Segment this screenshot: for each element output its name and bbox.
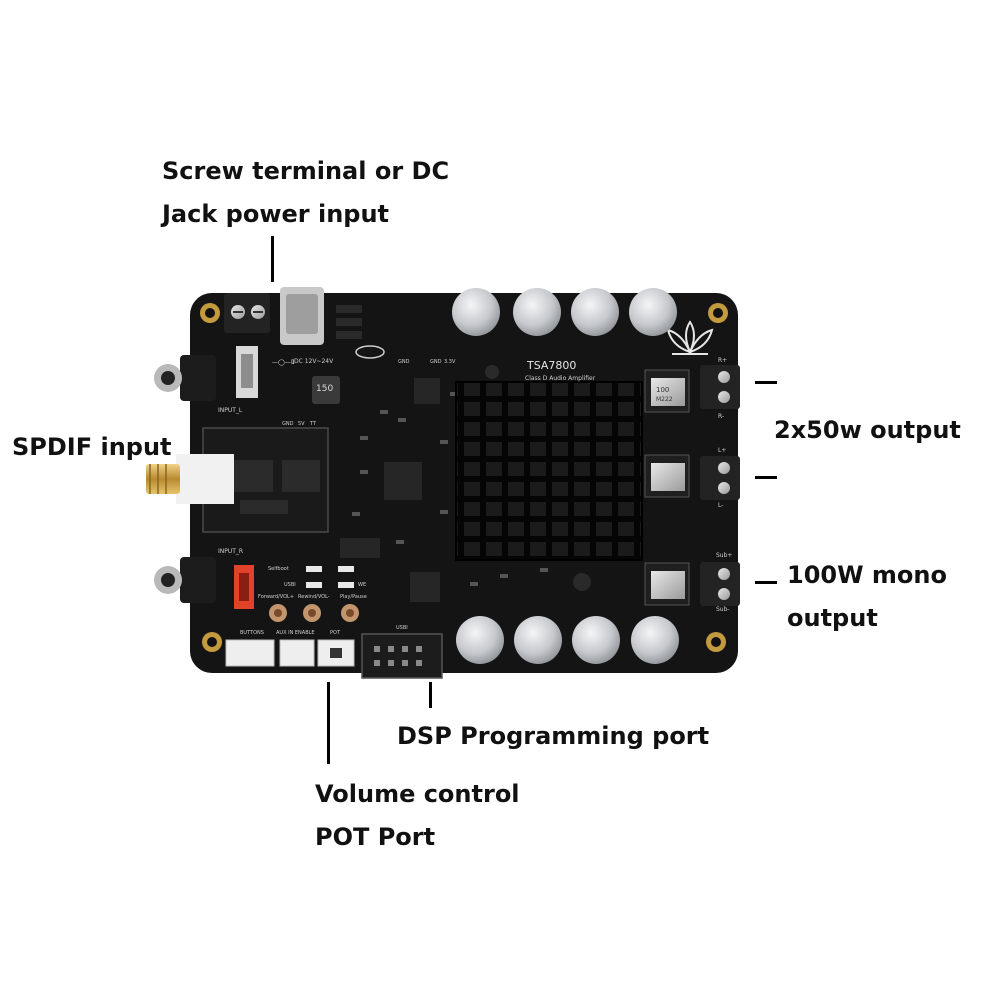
silk-r-minus: R- [718,413,725,420]
silk-gnd-b: GND [430,359,442,365]
callout-stereo-output-line1: 2x50w output [774,416,961,444]
callout-stereo-output: 2x50w output [774,409,961,452]
silk-dc-label: DC 12V~24V [294,358,334,365]
silk-btn-rewind: Rewind/VOL- [298,594,330,600]
spdif-module [146,427,329,533]
leader-volume-pot [327,682,330,764]
silk-spdif-tt: TT [310,421,317,427]
silk-pot: POT [330,630,341,636]
dsp-idc-header [361,633,443,679]
callout-volume-pot: Volume control POT Port [315,773,520,859]
callout-mono-output-line1: 100W mono [787,561,947,589]
power-screw-terminal [224,293,270,333]
silk-we: WE [358,582,367,588]
silk-3v3: 3.3V [444,359,456,365]
callout-power-input: Screw terminal or DC Jack power input [162,150,449,236]
callout-mono-output-line2: output [787,604,878,632]
silk-btn-forward: Forward/VOL+ [258,594,295,600]
silk-sub-minus: Sub- [716,606,730,613]
silk-model: TSA7800 [527,359,577,372]
silk-coil: 100 [656,386,670,394]
capacitors-bottom [456,616,679,664]
leader-power-input [271,236,274,282]
silk-r-plus: R+ [718,357,728,364]
silk-l-minus: L- [718,502,724,509]
callout-power-input-line1: Screw terminal or DC [162,157,450,185]
silk-buttons: BUTTONS [240,630,264,636]
silk-aux-enable: AUX IN ENABLE [276,630,315,636]
dc-jack [280,287,324,345]
silk-subtitle: Class D Audio Amplifier [525,375,596,382]
output-stage-right [644,365,740,606]
callout-power-input-line2: Jack power input [162,200,390,228]
silk-spdif-5v: 5V [298,421,305,427]
callout-volume-pot-line1: Volume control [315,780,520,808]
rca-input-left [154,346,258,401]
silk-usbi-b: USBI [396,625,408,631]
silk-l-plus: L+ [718,447,727,454]
silk-coil-code: M222 [656,396,673,403]
leader-dsp-port [429,682,432,708]
silk-btn-play: Play/Pause [340,594,367,600]
silk-usbi-a: USBI [284,582,296,588]
push-buttons [269,604,359,622]
callout-spdif-input-line1: SPDIF input [12,433,172,461]
silk-spdif-gnd: GND [282,421,294,427]
rca-input-right [154,557,254,609]
callout-mono-output: 100W mono output [787,554,947,640]
callout-dsp-port: DSP Programming port [397,715,709,758]
silk-input-l: INPUT_L [218,407,243,414]
callout-spdif-input: SPDIF input [12,426,172,469]
leader-stereo-output-r [755,381,777,384]
silk-sub-plus: Sub+ [716,552,733,559]
callout-volume-pot-line2: POT Port [315,823,436,851]
leader-mono-output [755,581,777,584]
silk-selfboot: Selfboot [268,566,289,572]
leader-stereo-output-l [755,476,777,479]
capacitors-top [452,288,677,336]
mounting-holes [200,303,728,652]
callout-dsp-port-line1: DSP Programming port [397,722,710,750]
heat-sink [455,381,643,561]
silk-inductor: 150 [316,384,334,394]
bottom-connectors [225,633,443,679]
silk-input-r: INPUT_R [218,548,244,555]
silk-gnd-a: GND [398,359,410,365]
dsp-chip [384,462,422,500]
